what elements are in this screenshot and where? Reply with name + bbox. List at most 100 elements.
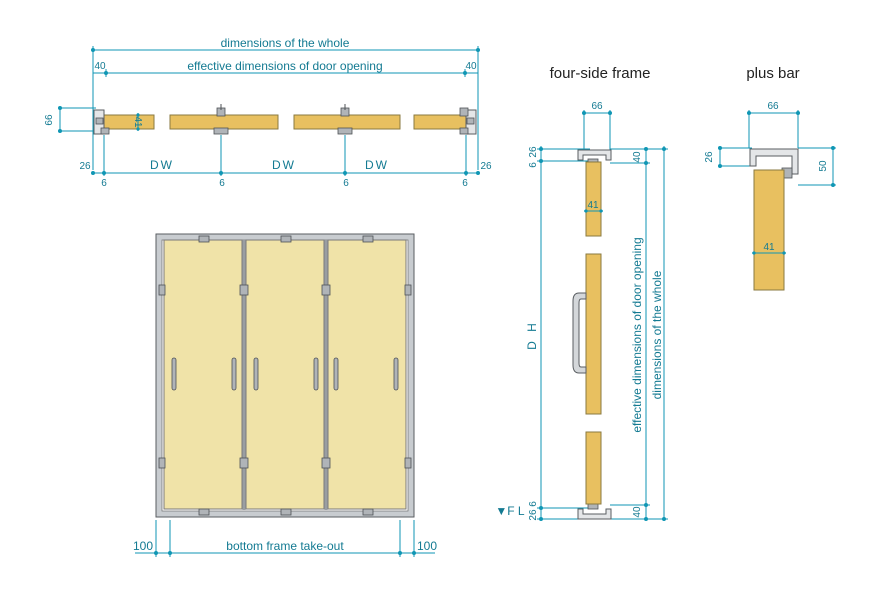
four-side-frame-section: four-side frame 66 6 26 D H 6 26 ▼F L <box>495 65 668 521</box>
hinge <box>158 284 166 296</box>
six-label-2: 6 <box>219 178 225 189</box>
dim-dot <box>584 209 588 213</box>
dim-dot <box>718 164 722 168</box>
plan-view: dimensions of the whole effective dimens… <box>44 36 492 189</box>
dim-dot <box>752 251 756 255</box>
dim-dot <box>582 111 586 115</box>
front-elevation: 100 100 bottom frame take-out <box>133 233 437 557</box>
dw-label-1: DW <box>150 158 174 172</box>
dim-dot <box>662 147 666 151</box>
door-handle-1 <box>171 357 177 391</box>
bottom-40-label: 40 <box>632 506 643 518</box>
width-66-label: 66 <box>591 101 603 112</box>
dim-dot <box>599 209 603 213</box>
fl-label: ▼F L <box>495 504 525 518</box>
door-panel-2 <box>245 239 325 510</box>
bottom-26-label: 26 <box>528 509 539 521</box>
height-50-label: 50 <box>818 160 829 172</box>
bottom-track <box>577 508 612 520</box>
hinge <box>404 284 412 296</box>
height-66-label: 66 <box>44 114 55 126</box>
hinge <box>321 284 331 296</box>
dim-dot <box>136 127 140 131</box>
four-side-frame-title: four-side frame <box>550 65 651 82</box>
top-6-label: 6 <box>528 162 539 168</box>
hinge <box>362 235 374 243</box>
dim-dot <box>539 506 543 510</box>
frame-detail <box>95 117 104 125</box>
dim-dot <box>608 111 612 115</box>
dim-dot <box>104 71 108 75</box>
dim-dot <box>168 551 172 555</box>
dim-dot <box>58 129 62 133</box>
dim-dot <box>644 503 648 507</box>
end-hinge <box>100 127 110 135</box>
door-handle-2 <box>231 357 237 391</box>
panel-41-label: 41 <box>587 200 599 211</box>
dim-dot <box>463 71 467 75</box>
door-handle-5 <box>333 357 339 391</box>
panel-section-4 <box>413 114 467 130</box>
dim-dot <box>796 111 800 115</box>
right-40-label: 40 <box>465 61 477 72</box>
dim-dot <box>136 113 140 117</box>
left-40-label: 40 <box>94 61 106 72</box>
dim-dot <box>747 111 751 115</box>
door-handle-4 <box>313 357 319 391</box>
door-handle-6 <box>393 357 399 391</box>
dim-dot <box>831 146 835 150</box>
plus-bar-section: plus bar 66 26 50 41 <box>704 65 836 291</box>
dim-dot <box>539 159 543 163</box>
door-panel-1 <box>163 239 243 510</box>
dim-dot <box>644 147 648 151</box>
joint-hinge-1 <box>213 104 229 135</box>
whole-dimension-label: dimensions of the whole <box>221 36 350 50</box>
plus-bar-title: plus bar <box>746 65 799 82</box>
dim-dot <box>831 183 835 187</box>
bottom-frame-label: bottom frame take-out <box>226 539 344 553</box>
hinge <box>239 284 249 296</box>
top-26-label: 26 <box>528 146 539 158</box>
plus-bar-profile <box>749 148 799 175</box>
dim-dot <box>476 171 480 175</box>
hinge <box>404 457 412 469</box>
six-label-4: 6 <box>462 178 468 189</box>
effective-dimension-label: effective dimensions of door opening <box>630 237 644 432</box>
right-26-label: 26 <box>480 161 492 172</box>
panel-section-bottom <box>585 431 602 505</box>
dw-label-2: DW <box>272 158 296 172</box>
panel-section-1 <box>103 114 155 130</box>
hinge <box>280 235 292 243</box>
hinge <box>239 457 249 469</box>
joint-hinge-2 <box>337 104 353 135</box>
panel-section-2 <box>169 114 279 130</box>
width-66-label: 66 <box>767 101 779 112</box>
top-40-label: 40 <box>632 151 643 163</box>
joint-hinge-3 <box>459 107 469 135</box>
dim-dot <box>412 551 416 555</box>
dim-dot <box>464 171 468 175</box>
height-26-label: 26 <box>704 151 715 163</box>
left-26-label: 26 <box>79 161 91 172</box>
dim-dot <box>154 551 158 555</box>
frame-detail <box>466 117 475 125</box>
dim-dot <box>102 171 106 175</box>
six-label-1: 6 <box>101 178 107 189</box>
dim-dot <box>539 517 543 521</box>
left-100-label: 100 <box>133 539 153 553</box>
dim-dot <box>662 517 666 521</box>
dim-dot <box>539 147 543 151</box>
dim-dot <box>718 146 722 150</box>
right-100-label: 100 <box>417 539 437 553</box>
dw-label-3: DW <box>365 158 389 172</box>
effective-dimension-label: effective dimensions of door opening <box>187 59 382 73</box>
six-label-3: 6 <box>343 178 349 189</box>
dim-dot <box>398 551 402 555</box>
dh-label: D H <box>525 320 539 350</box>
dim-dot <box>782 251 786 255</box>
door-handle-3 <box>253 357 259 391</box>
dim-dot <box>219 171 223 175</box>
panel-41-label: 41 <box>132 116 143 128</box>
panel-41-label: 41 <box>763 242 775 253</box>
